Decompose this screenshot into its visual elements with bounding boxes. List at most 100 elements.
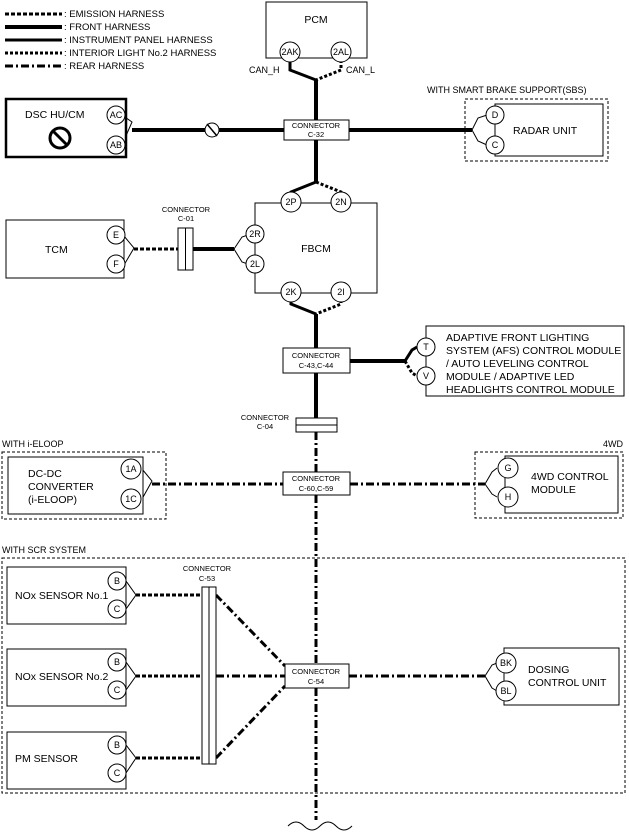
connector-c54-code: C-54: [308, 677, 324, 686]
nox2-box: [6, 648, 127, 707]
dosing-line-1: DOSING: [528, 664, 569, 676]
fbcm-module: FBCM 2P 2N 2R 2L 2K 2I: [245, 191, 378, 303]
connector-c43-code: C-43,C-44: [299, 361, 334, 370]
pin-1a: [120, 458, 142, 480]
afs-line-2: SYSTEM (AFS) CONTROL MODULE: [446, 345, 621, 357]
wire-fbcm-2i: [315, 300, 343, 316]
awd-group-label: 4WD: [603, 439, 624, 449]
connector-c53: CONNECTOR C-53: [183, 564, 232, 765]
pin-f: [106, 254, 126, 274]
wire-fbcm-2r: [233, 234, 249, 250]
scr-group: WITH SCR SYSTEM: [1, 545, 626, 794]
connector-c04-code: C-04: [257, 422, 273, 431]
connector-c01: CONNECTOR C-01: [162, 205, 211, 271]
pin-2l-label: 2L: [250, 259, 260, 269]
pin-c-radar: [485, 135, 505, 155]
pin-ab: [106, 135, 126, 155]
awd-group-border: [474, 451, 624, 519]
pin-bl: [495, 680, 517, 702]
wire-afs-t: [403, 345, 418, 362]
legend: : EMISSION HARNESS : FRONT HARNESS : INS…: [5, 9, 216, 72]
connector-c60: CONNECTOR C-60,C-59: [282, 471, 351, 496]
tcm-label: TCM: [45, 244, 68, 256]
wire-c53-c54-a: [214, 593, 287, 668]
awd-line-2: MODULE: [531, 484, 576, 496]
legend-label-ip: : INSTRUMENT PANEL HARNESS: [64, 35, 213, 46]
pin-2l: [245, 254, 265, 274]
pin-v-label: V: [423, 371, 429, 381]
pin-1a-label: 1A: [125, 464, 136, 474]
dosing-box: [503, 647, 620, 706]
ieloop-group: WITH i-ELOOP DC-DC CONVERTER (i-ELOOP) 1…: [1, 439, 167, 520]
can-h-label: CAN_H: [249, 65, 280, 75]
pin-c-nox2-label: C: [114, 685, 121, 695]
pin-bk: [495, 652, 517, 674]
tcm-box: [5, 219, 125, 279]
connector-c43-box: [282, 347, 351, 374]
wire-nox2-split: [125, 661, 137, 691]
pin-2r-label: 2R: [249, 229, 261, 239]
nox1-sensor: NOx SENSOR No.1 B C: [6, 566, 127, 625]
nox2-sensor: NOx SENSOR No.2 B C: [6, 648, 127, 707]
wire-4wd-h: [484, 483, 498, 498]
pin-b-pm: [107, 735, 127, 755]
ieloop-line-2: CONVERTER: [28, 481, 94, 493]
pin-bk-label: BK: [500, 658, 512, 668]
nox2-label: NOx SENSOR No.2: [15, 671, 109, 683]
pin-b-nox1-label: B: [114, 576, 120, 586]
pin-2al: [330, 41, 352, 63]
ieloop-line-3: (i-ELOOP): [28, 494, 77, 506]
pin-bl-label: BL: [500, 686, 511, 696]
no-service-icon: [48, 126, 72, 150]
pin-c-pm: [107, 763, 127, 783]
wire-fbcm-2k: [289, 300, 317, 316]
connector-c32-box: [283, 119, 350, 141]
wire-ieloop-split: [141, 468, 153, 500]
wire-radar-d: [471, 114, 488, 131]
connector-c60-title: CONNECTOR: [292, 474, 341, 483]
ieloop-group-border: [1, 451, 167, 520]
nox1-label: NOx SENSOR No.1: [15, 590, 109, 602]
connector-c54-title: CONNECTOR: [292, 667, 341, 676]
sbs-group-label: WITH SMART BRAKE SUPPORT(SBS): [427, 85, 587, 95]
pin-b-pm-label: B: [114, 740, 120, 750]
pin-ac: [106, 105, 126, 125]
wire-pcm-can-h: [288, 60, 317, 82]
ieloop-box: [7, 456, 144, 515]
dsc-label: DSC HU/CM: [25, 109, 85, 121]
wire-dosing-bk: [484, 662, 498, 677]
afs-box: [425, 325, 625, 397]
can-l-label: CAN_L: [346, 65, 375, 75]
pin-2n: [330, 191, 352, 213]
pin-h-label: H: [505, 492, 512, 502]
scr-group-label: WITH SCR SYSTEM: [2, 545, 86, 555]
fbcm-label: FBCM: [301, 243, 331, 255]
pin-1c: [120, 488, 142, 510]
fbcm-box: [254, 202, 378, 294]
pin-2ak-label: 2AK: [281, 47, 298, 57]
pin-t-label: T: [423, 342, 429, 352]
connector-c43-title: CONNECTOR: [292, 351, 341, 360]
pin-g-label: G: [504, 463, 511, 473]
pin-ab-label: AB: [110, 140, 122, 150]
pin-2r: [245, 224, 265, 244]
dosing-unit: DOSING CONTROL UNIT BK BL: [495, 647, 620, 706]
pin-2ak: [279, 41, 301, 63]
connector-c32-code: C-32: [308, 130, 324, 139]
pin-2i: [330, 281, 352, 303]
wire-afs-v: [403, 360, 418, 378]
pin-2k-label: 2K: [285, 287, 296, 297]
pin-t: [416, 337, 436, 357]
afs-line-5: HEADLIGHTS CONTROL MODULE: [446, 384, 615, 396]
pin-g: [497, 457, 519, 479]
pin-c-nox1-label: C: [114, 604, 121, 614]
pin-v: [416, 366, 436, 386]
connector-c43: CONNECTOR C-43,C-44: [282, 347, 351, 374]
connector-c32: CONNECTOR C-32: [283, 119, 350, 141]
wires: [121, 60, 498, 831]
afs-line-4: MODULE / ADAPTIVE LED: [446, 371, 575, 383]
pin-2p-label: 2P: [285, 197, 296, 207]
legend-label-interior: : INTERIOR LIGHT No.2 HARNESS: [64, 48, 216, 59]
legend-label-front: : FRONT HARNESS: [64, 22, 150, 33]
